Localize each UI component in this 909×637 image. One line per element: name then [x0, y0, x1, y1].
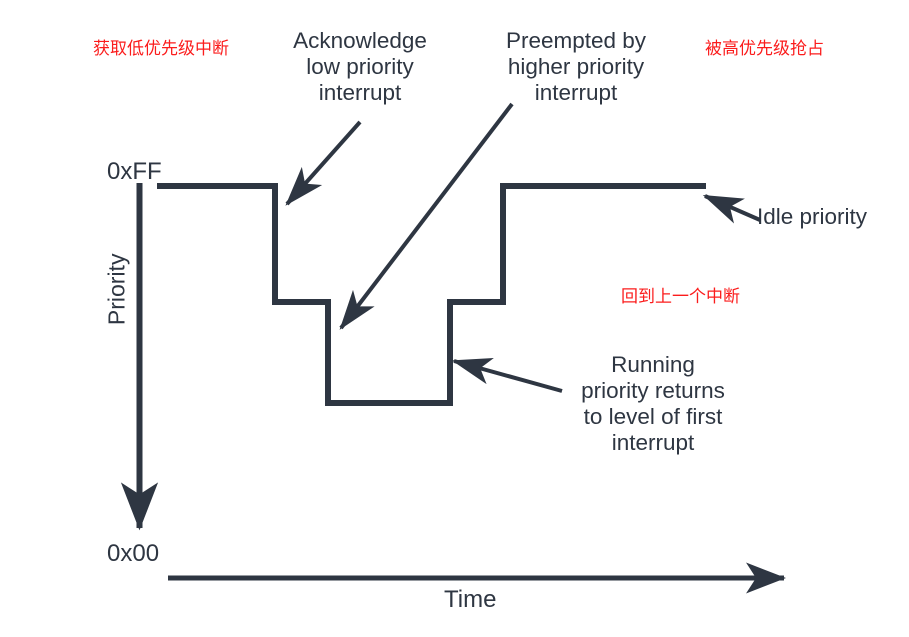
preempted-leader-arrow [339, 102, 514, 330]
y-axis-label: Priority [103, 253, 130, 326]
y-axis-min-value-label: 0x00 [107, 540, 160, 567]
annotation-cn-preempted-by-high-priority: 被高优先级抢占 [705, 39, 824, 59]
annotation-running-priority-returns: Running priority returns to level of fir… [581, 352, 725, 456]
annotation-cn-acquire-low-priority-interrupt: 获取低优先级中断 [93, 39, 229, 59]
x-axis-label: Time [444, 586, 497, 613]
idle-priority-leader-arrow [702, 194, 761, 224]
annotation-idle-priority: Idle priority [757, 204, 868, 229]
acknowledge-leader-arrow [285, 120, 362, 206]
running-priority-leader-arrow [451, 357, 563, 393]
y-axis-max-value-label: 0xFF [107, 158, 162, 185]
priority-step-waveform [157, 183, 706, 406]
annotation-cn-return-to-previous-interrupt: 回到上一个中断 [621, 287, 740, 307]
annotation-acknowledge: Acknowledge low priority interrupt [293, 28, 427, 106]
annotation-preempted: Preempted by higher priority interrupt [505, 28, 647, 106]
